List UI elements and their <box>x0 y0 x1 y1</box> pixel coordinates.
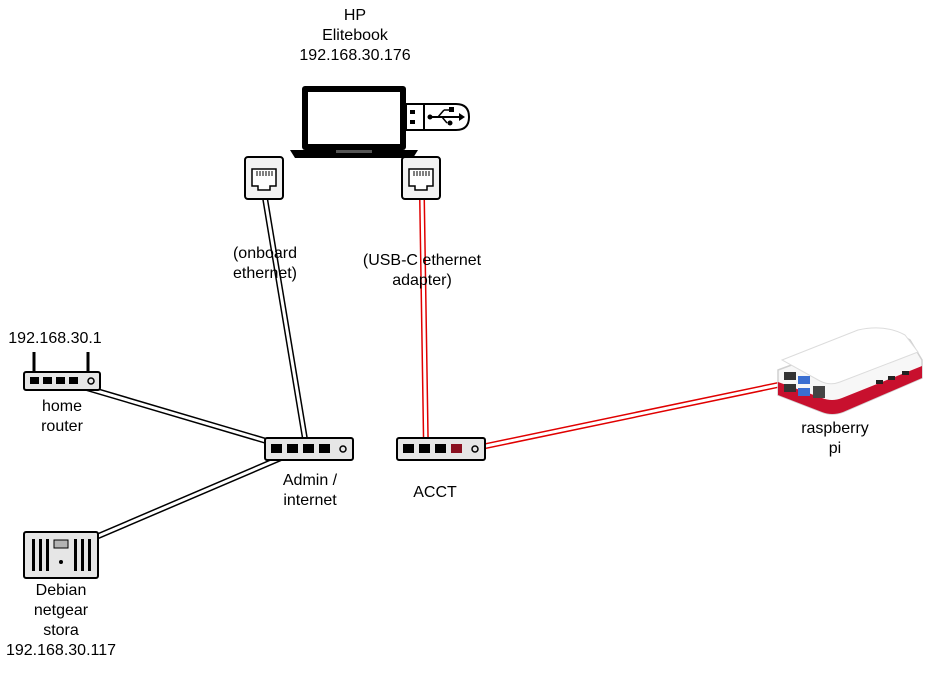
router-label: home router <box>12 397 112 437</box>
raspberry-label-line1: raspberry <box>801 420 869 437</box>
switch-icon <box>396 437 486 461</box>
laptop-ip: 192.168.30.176 <box>299 47 411 64</box>
acct-switch-label: ACCT <box>413 484 457 501</box>
ethernet-port-icon <box>244 156 284 200</box>
usbc-label-line2: adapter) <box>392 272 452 289</box>
raspberry-label-line2: pi <box>828 440 842 457</box>
ethernet-port-icon <box>401 156 441 200</box>
nas-icon <box>23 531 99 579</box>
admin-label-line1: Admin / <box>282 472 338 489</box>
router-label-line1: home <box>41 398 83 415</box>
nas-label-line1: Debian <box>35 582 87 599</box>
onboard-label-line1: (onboard <box>232 245 298 262</box>
nas-label: Debian netgear stora 192.168.30.117 <box>0 581 122 661</box>
nas-label-line3: stora <box>43 622 79 639</box>
switch-icon <box>264 437 354 461</box>
router-label-line2: router <box>41 418 83 435</box>
laptop-icon <box>290 86 418 158</box>
cable-router-admin <box>79 383 301 454</box>
cable-acct-raspberry <box>461 382 779 454</box>
usb-stick-icon <box>405 103 471 131</box>
onboard-label-line2: ethernet) <box>232 265 298 282</box>
router-ip: 192.168.30.1 <box>8 330 102 347</box>
admin-label-line2: internet <box>283 492 337 509</box>
laptop-label: HP Elitebook 192.168.30.176 <box>270 6 440 66</box>
nas-ip: 192.168.30.117 <box>5 642 117 659</box>
raspberry-pi-icon <box>777 327 923 415</box>
usbc-ethernet-label: (USB-C ethernet adapter) <box>347 251 497 291</box>
cable-onboard-ethernet <box>262 197 310 452</box>
admin-switch-label: Admin / internet <box>255 471 365 511</box>
raspberry-pi-label: raspberry pi <box>785 419 885 459</box>
cable-usbc-ethernet <box>419 197 429 452</box>
nas-label-line2: netgear <box>33 602 89 619</box>
laptop-name-line1: HP <box>343 7 367 24</box>
laptop-name-line2: Elitebook <box>322 27 388 44</box>
cable-nas-admin <box>94 449 297 540</box>
onboard-ethernet-label: (onboard ethernet) <box>205 244 325 284</box>
router-icon <box>23 352 101 391</box>
usbc-label-line1: (USB-C ethernet <box>362 252 482 269</box>
